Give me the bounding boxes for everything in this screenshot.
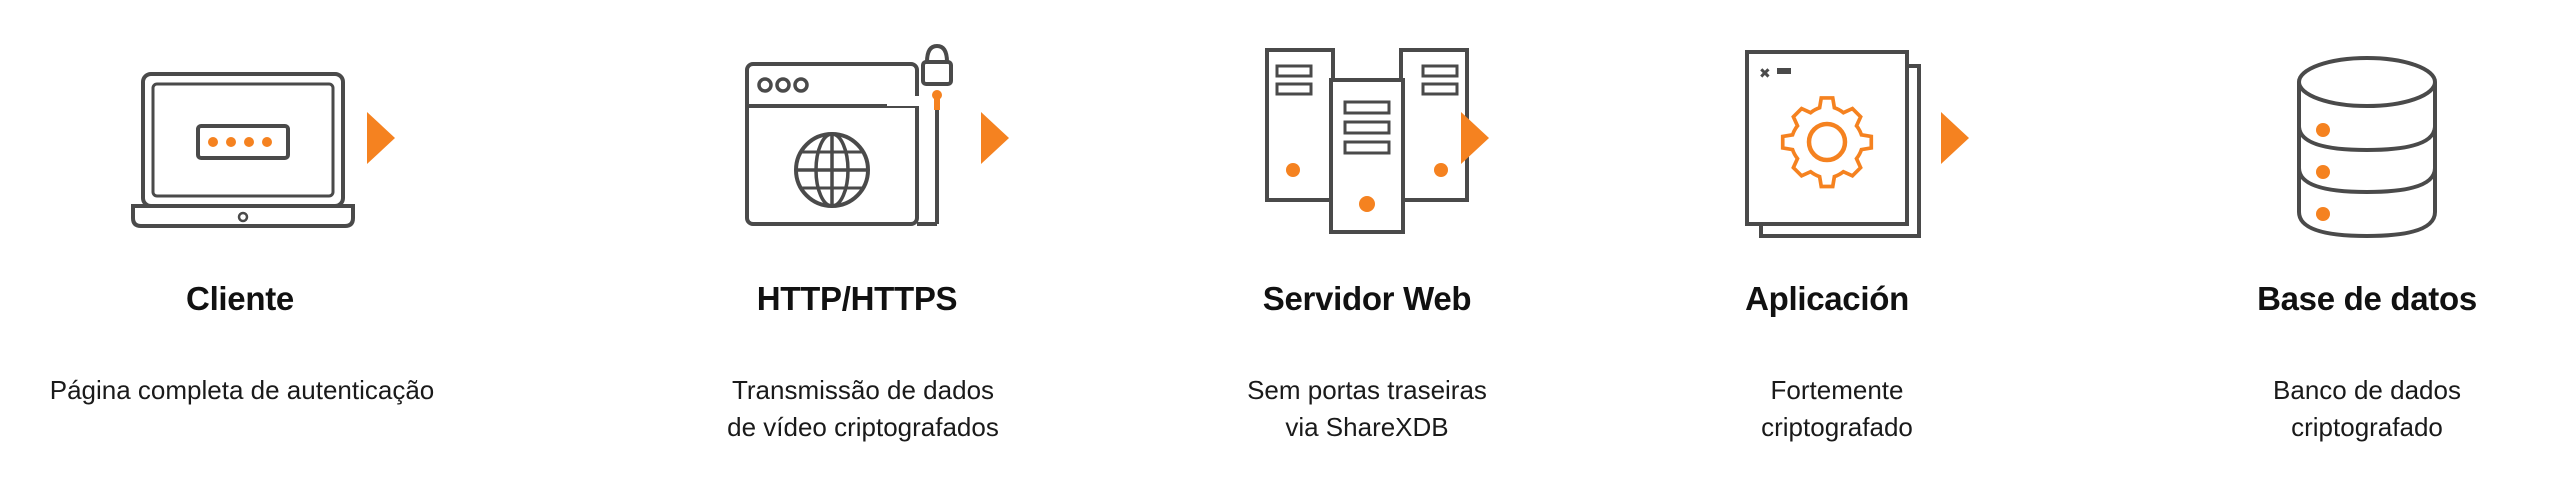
database-icon (2237, 40, 2497, 240)
laptop-password-icon (113, 40, 373, 240)
arrow-right-icon (363, 110, 399, 166)
svg-text:✖: ✖ (1759, 66, 1771, 82)
arrow-right-icon (1937, 110, 1973, 166)
step-desc-cliente: Página completa de autenticação (49, 375, 435, 405)
app-window-gear-icon: ✖ (1707, 40, 1967, 240)
step-title-http: HTTP/HTTPS (756, 280, 958, 317)
step-desc-http: Transmissão de dados de vídeo criptograf… (727, 375, 999, 442)
step-title-aplicacion: Aplicación (1745, 280, 1909, 317)
server-stack-icon (1237, 40, 1497, 240)
arrow-right-icon (1457, 110, 1493, 166)
step-desc-base-de-datos: Banco de dados criptografado (2273, 375, 2461, 442)
step-title-base-de-datos: Base de datos (2257, 280, 2477, 317)
browser-globe-lock-icon (727, 40, 987, 240)
step-title-servidor: Servidor Web (1262, 280, 1472, 317)
step-desc-aplicacion: Fortemente criptografado (1761, 375, 1913, 442)
step-desc-servidor: Sem portas traseiras via ShareXDB (1247, 375, 1487, 442)
arrow-right-icon (977, 110, 1013, 166)
step-title-cliente: Cliente (186, 280, 294, 317)
